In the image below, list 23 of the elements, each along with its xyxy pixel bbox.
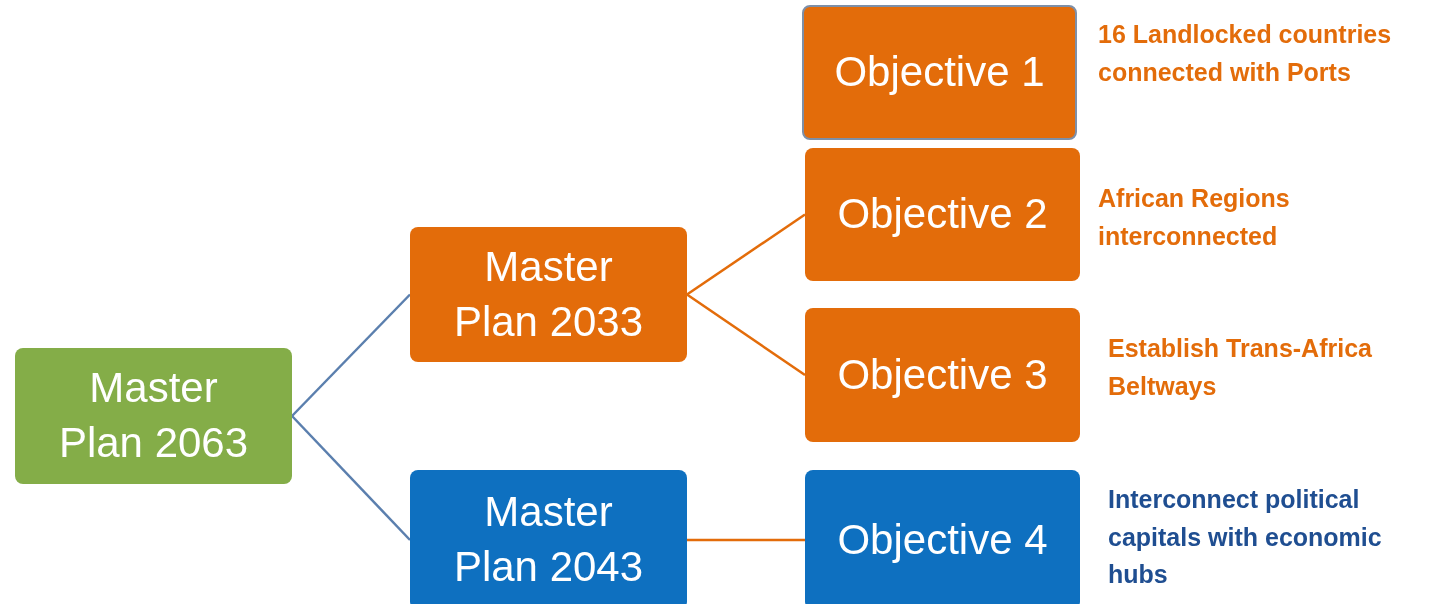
connector-line bbox=[687, 538, 805, 542]
plan-box bbox=[410, 227, 687, 362]
box-label: Master Plan 2033 bbox=[452, 241, 645, 347]
objective-description: Interconnect political capitals with economic hubs bbox=[1108, 484, 1383, 590]
box-label: Objective 2 bbox=[837, 189, 1048, 240]
connector-line bbox=[686, 213, 806, 296]
connector-line bbox=[686, 293, 806, 377]
plan-box bbox=[802, 5, 1077, 140]
plan-box bbox=[805, 470, 1080, 604]
plan-box bbox=[805, 308, 1080, 442]
objective-description: African Regions interconnected bbox=[1098, 183, 1291, 252]
objective-description: Establish Trans-Africa Beltways bbox=[1108, 333, 1373, 402]
connector-line bbox=[291, 415, 411, 541]
connector-line bbox=[291, 293, 411, 417]
plan-box bbox=[410, 470, 687, 604]
objective-description: 16 Landlocked countries connected with Ports bbox=[1098, 19, 1393, 88]
plan-box bbox=[15, 348, 292, 484]
box-label: Objective 4 bbox=[837, 514, 1048, 565]
plan-box bbox=[805, 148, 1080, 281]
box-label: Master Plan 2043 bbox=[452, 487, 645, 592]
box-label: Objective 1 bbox=[834, 47, 1045, 98]
box-label: Objective 3 bbox=[837, 349, 1048, 400]
box-label: Master Plan 2063 bbox=[57, 363, 250, 468]
